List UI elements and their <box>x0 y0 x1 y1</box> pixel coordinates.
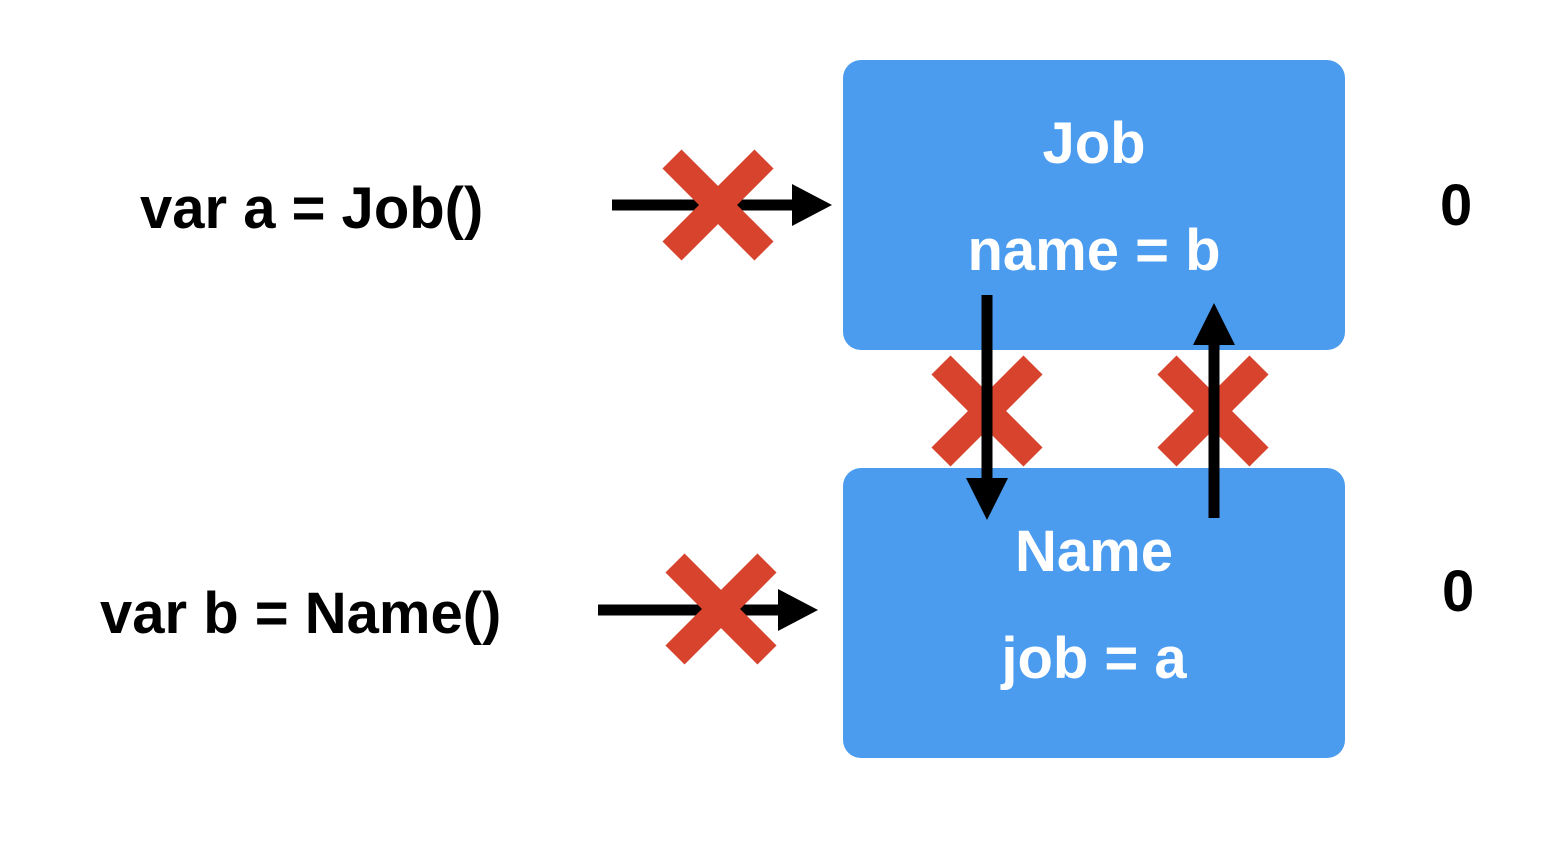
x-mark-icon <box>665 553 777 665</box>
arrow-down-icon <box>966 295 1008 520</box>
job-object-box: Job name = b <box>843 60 1345 350</box>
box-title: Name <box>1015 518 1173 584</box>
reference-count-job: 0 <box>1440 173 1473 238</box>
box-title: Job <box>1042 110 1146 176</box>
arrow-up-icon <box>1193 303 1235 518</box>
x-mark-icon <box>662 149 774 261</box>
code-label-b: var b = Name() <box>100 581 502 646</box>
name-object-box: Name job = a <box>843 468 1345 758</box>
reference-count-name: 0 <box>1442 559 1475 624</box>
arrow-right-icon <box>598 589 818 631</box>
box-property: name = b <box>967 217 1221 283</box>
box-property: job = a <box>1001 625 1187 691</box>
code-label-a: var a = Job() <box>140 176 484 241</box>
